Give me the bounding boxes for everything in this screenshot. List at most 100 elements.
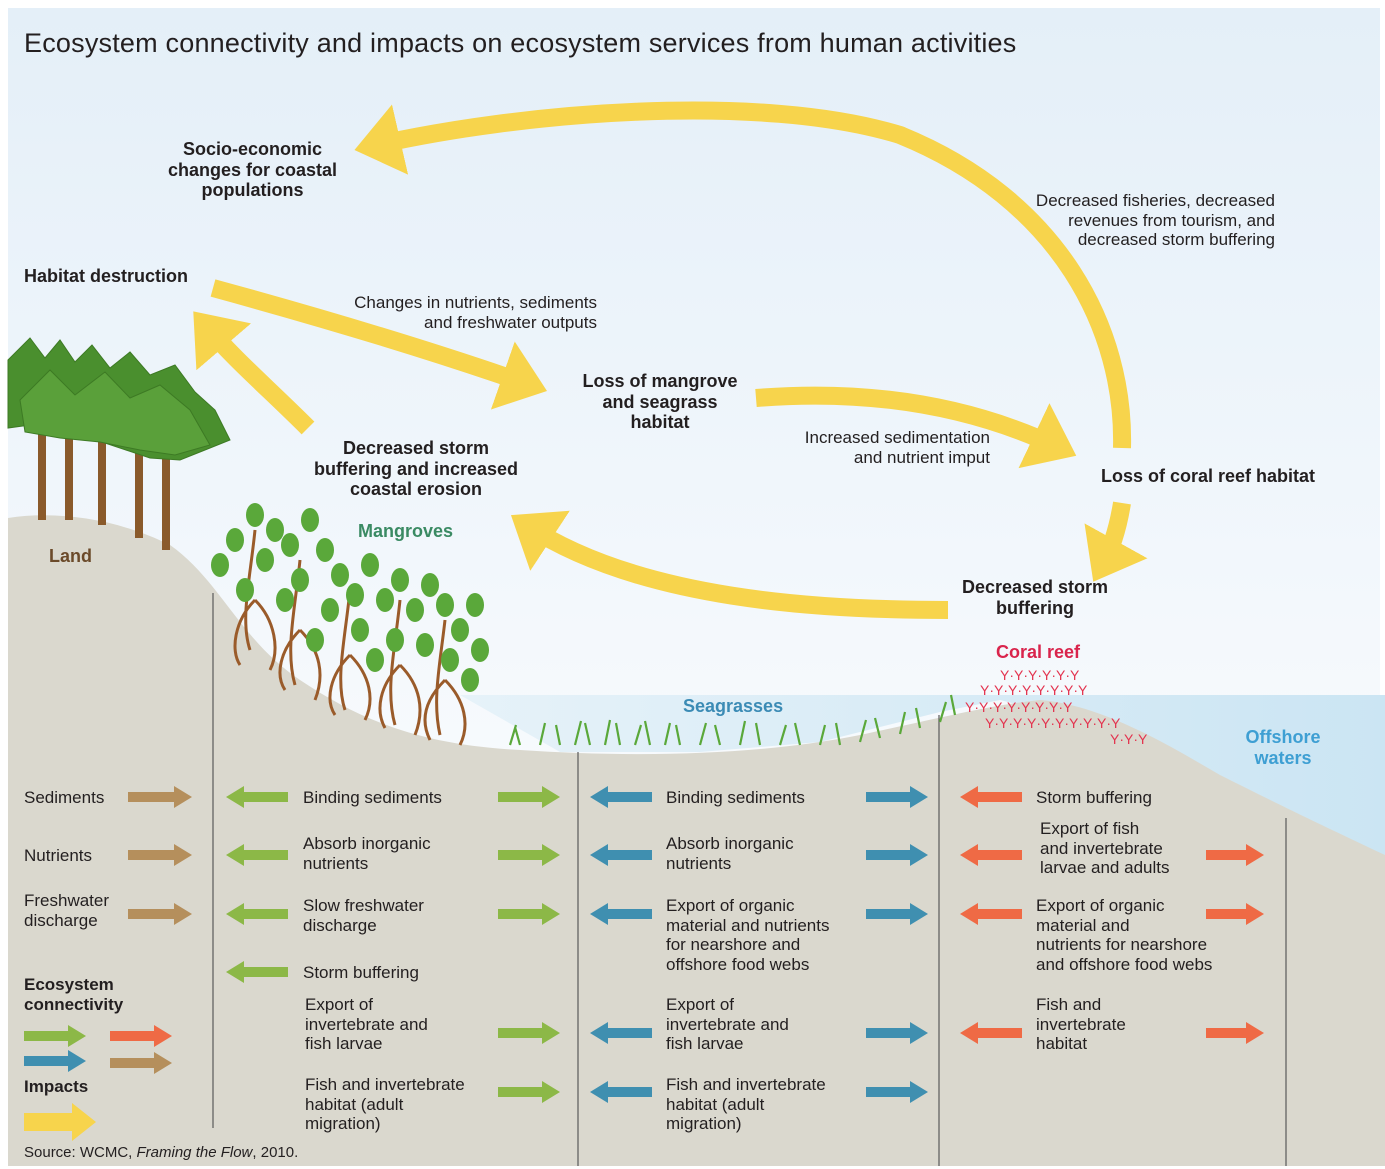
source-work: Framing the Flow xyxy=(136,1144,253,1161)
coral-connectivity-arrow xyxy=(960,786,1022,808)
mangrove-service: Export of invertebrate and fish larvae xyxy=(305,995,428,1054)
svg-text:Y·Y·Y·Y·Y·Y: Y·Y·Y·Y·Y·Y xyxy=(1000,667,1080,683)
seagrass-service: Binding sediments xyxy=(666,788,805,807)
impact-arrow-erosion-to-habitat xyxy=(193,311,315,435)
ground xyxy=(8,515,1385,1166)
source-note: Source: WCMC, Framing the Flow, 2010. xyxy=(24,1144,298,1161)
coral-connectivity-arrow xyxy=(1206,844,1264,866)
coral-connectivity-arrow xyxy=(960,903,1022,925)
land-item: Sediments xyxy=(24,788,105,807)
legend-impact-arrow xyxy=(24,1103,96,1141)
mangrove-connectivity-arrow xyxy=(498,903,560,925)
legend-blue-arrow xyxy=(24,1050,86,1072)
mangrove-service: Slow freshwater discharge xyxy=(303,896,424,935)
coral-service: Export of organic material and nutrients… xyxy=(1036,896,1213,974)
land-connectivity-arrow xyxy=(128,786,192,808)
zone-offshore-label: Offshore waters xyxy=(1245,727,1321,768)
increased-sedimentation-label: Increased sedimentation and nutrient imp… xyxy=(804,428,990,467)
legend-brown-arrow xyxy=(110,1052,172,1074)
loss-mangrove-label: Loss of mangrove and seagrass habitat xyxy=(582,371,738,433)
seagrass-connectivity-arrow xyxy=(866,1022,928,1044)
connectivity-arrows xyxy=(128,786,1264,1103)
tree-trunk xyxy=(65,400,73,520)
loss-coral-label: Loss of coral reef habitat xyxy=(1101,466,1316,486)
seagrass-service: Export of invertebrate and fish larvae xyxy=(666,995,789,1054)
land-item: Nutrients xyxy=(24,846,93,865)
changes-nutrients-label: Changes in nutrients, sediments and fres… xyxy=(354,293,597,332)
mangrove-service: Binding sediments xyxy=(303,788,442,807)
coral-service: Fish and invertebrate habitat xyxy=(1036,995,1126,1054)
coral-service: Storm buffering xyxy=(1036,788,1152,807)
decreased-fisheries-label: Decreased fisheries, decreased revenues … xyxy=(1035,191,1275,250)
coral-connectivity-arrow xyxy=(960,844,1022,866)
seagrass-service: Export of organic material and nutrients… xyxy=(666,896,830,974)
mangrove-connectivity-arrow xyxy=(498,844,560,866)
seagrass-connectivity-arrow xyxy=(866,786,928,808)
land-trees xyxy=(7,337,231,550)
coral-connectivity-arrow xyxy=(1206,903,1264,925)
seagrass-connectivity-arrow xyxy=(590,903,652,925)
zone-mangroves-label: Mangroves xyxy=(358,521,454,541)
legend-green-arrow xyxy=(24,1025,86,1047)
seagrass-connectivity-arrow xyxy=(866,1081,928,1103)
mangrove-connectivity-arrow xyxy=(226,961,288,983)
socio-economic-label: Socio-economic changes for coastal popul… xyxy=(167,139,338,201)
legend-swatches xyxy=(24,1025,172,1141)
svg-text:Y·Y·Y·Y·Y·Y·Y·Y: Y·Y·Y·Y·Y·Y·Y·Y xyxy=(980,682,1088,698)
mangrove-connectivity-arrow xyxy=(226,786,288,808)
tree-canopy xyxy=(19,369,211,456)
seagrass-connectivity-arrow xyxy=(866,903,928,925)
legend-connectivity-label: Ecosystem connectivity xyxy=(24,975,124,1014)
tree-trunk xyxy=(135,410,143,538)
mangrove-connectivity-arrow xyxy=(498,786,560,808)
coral-connectivity-arrow xyxy=(1206,1022,1264,1044)
seagrass-connectivity-arrow xyxy=(590,844,652,866)
svg-text:Y·Y·Y·Y·Y·Y·Y·Y·Y·Y: Y·Y·Y·Y·Y·Y·Y·Y·Y·Y xyxy=(985,715,1121,731)
mangrove-service: Fish and invertebrate habitat (adult mig… xyxy=(305,1075,465,1134)
land-connectivity-arrow xyxy=(128,844,192,866)
coral-connectivity-arrow xyxy=(960,1022,1022,1044)
mangrove-service: Storm buffering xyxy=(303,963,419,982)
zone-coral-reef-label: Coral reef xyxy=(996,642,1081,662)
legend-impacts-label: Impacts xyxy=(24,1077,89,1096)
decreased-storm-label: Decreased storm buffering xyxy=(961,577,1109,618)
zone-land-label: Land xyxy=(49,546,92,566)
mangrove-trees xyxy=(211,503,489,746)
seagrass-service: Fish and invertebrate habitat (adult mig… xyxy=(666,1075,826,1134)
page-title: Ecosystem connectivity and impacts on ec… xyxy=(24,28,1017,58)
decreased-storm-erosion-label: Decreased storm buffering and increased … xyxy=(313,438,519,500)
impact-arrows xyxy=(193,101,1148,619)
zone-seagrasses-label: Seagrasses xyxy=(683,696,784,716)
tree-trunk xyxy=(162,420,170,550)
impact-arrow-decreased-storm-to-erosion xyxy=(510,510,949,619)
tree-trunk xyxy=(98,400,106,525)
tree-trunk xyxy=(38,400,46,520)
seagrass-connectivity-arrow xyxy=(590,786,652,808)
svg-text:Y·Y·Y·Y·Y·Y·Y·Y: Y·Y·Y·Y·Y·Y·Y·Y xyxy=(965,699,1073,715)
mangrove-connectivity-arrow xyxy=(498,1022,560,1044)
habitat-destruction-label: Habitat destruction xyxy=(24,266,189,286)
mangrove-connectivity-arrow xyxy=(226,903,288,925)
land-connectivity-arrow xyxy=(128,903,192,925)
impact-arrow-habitat-to-loss-mangrove xyxy=(210,279,547,410)
coral-reef: Y·Y·Y·Y·Y·Y·Y·Y Y·Y·Y·Y·Y·Y·Y·Y Y·Y·Y·Y·… xyxy=(965,667,1148,747)
svg-text:Y·Y·Y: Y·Y·Y xyxy=(1110,731,1148,747)
impact-arrow-loss-mangrove-to-coral xyxy=(755,386,1077,469)
seagrass-connectivity-arrow xyxy=(590,1081,652,1103)
seagrass-connectivity-arrow xyxy=(866,844,928,866)
source-suffix: , 2010. xyxy=(252,1144,299,1161)
mangrove-service: Absorb inorganic nutrients xyxy=(303,834,431,873)
seagrass-connectivity-arrow xyxy=(590,1022,652,1044)
impact-arrow-fisheries-to-socioeconomic xyxy=(354,101,1132,449)
coral-service: Export of fish and invertebrate larvae a… xyxy=(1040,819,1170,878)
source-prefix: Source: WCMC, xyxy=(24,1144,137,1161)
legend-orange-arrow xyxy=(110,1025,172,1047)
land-item: Freshwater discharge xyxy=(24,891,110,930)
impact-arrow-coral-to-decreased-storm xyxy=(1084,501,1148,582)
seagrass-service: Absorb inorganic nutrients xyxy=(666,834,794,873)
seagrass-tufts xyxy=(508,694,957,746)
mangrove-connectivity-arrow xyxy=(498,1081,560,1103)
mangrove-connectivity-arrow xyxy=(226,844,288,866)
